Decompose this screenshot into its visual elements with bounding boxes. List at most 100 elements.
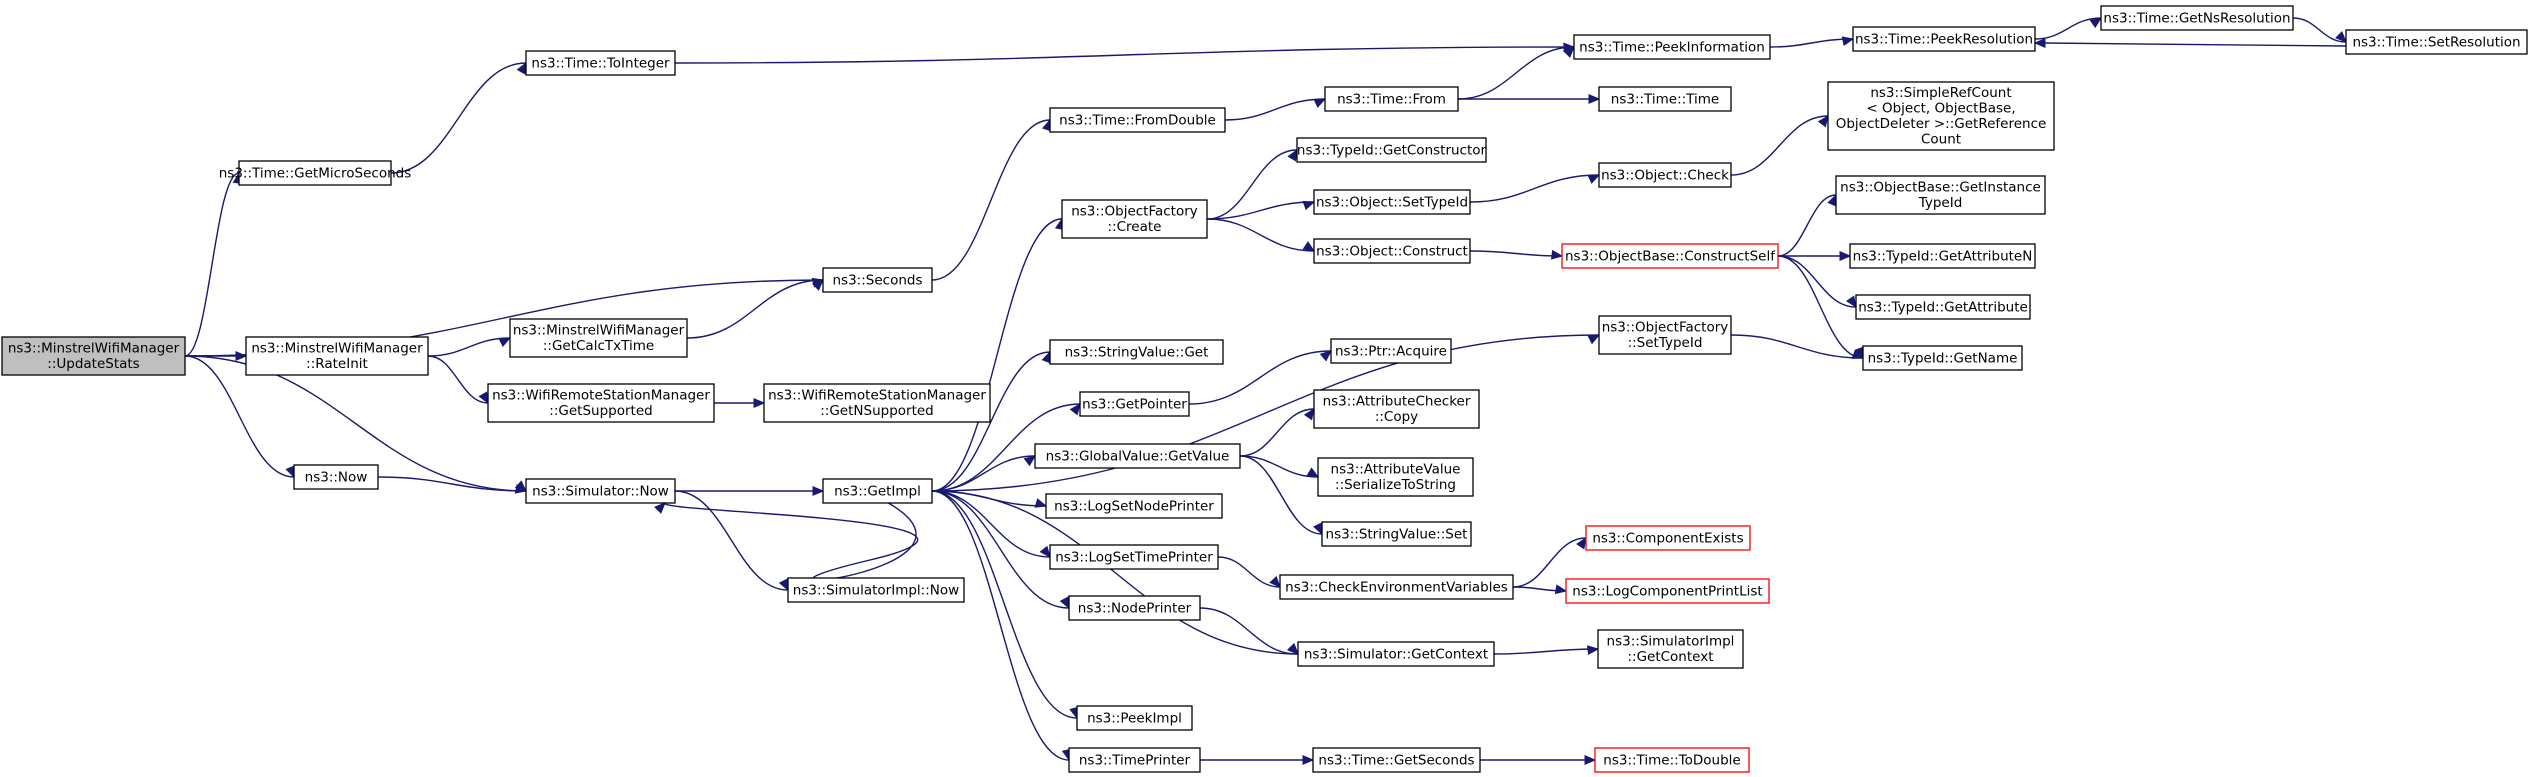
node-label: ns3::MinstrelWifiManager: [8, 341, 180, 357]
node-ns3-time-tointeger[interactable]: ns3::Time::ToInteger: [525, 50, 676, 76]
edge-arrowhead: [1576, 536, 1587, 550]
node-ns3-typeid-getattributen[interactable]: ns3::TypeId::GetAttributeN: [1849, 243, 2036, 269]
node-ns3-time-setresolution[interactable]: ns3::Time::SetResolution: [2345, 29, 2528, 55]
edge-n-root-to-n-getmicro: [184, 171, 243, 357]
node-label: ns3::Time::From: [1337, 91, 1446, 107]
node-label: ns3::GetPointer: [1082, 396, 1187, 412]
node-ns3-typeid-getconstructor[interactable]: ns3::TypeId::GetConstructor: [1296, 137, 1487, 163]
node-ns3-object-check[interactable]: ns3::Object::Check: [1598, 162, 1732, 188]
edge-line: [427, 355, 489, 404]
node-ns3-time-peekinformation[interactable]: ns3::Time::PeekInformation: [1573, 34, 1771, 60]
edge-arrowhead: [1841, 36, 1855, 47]
edge-n-constructself-to-n-getattr: [1777, 255, 1857, 309]
edge-line: [1777, 255, 1857, 308]
node-ns3-simulator-now[interactable]: ns3::Simulator::Now: [525, 478, 676, 504]
edge-line: [674, 46, 1575, 64]
node-ns3-simulatorimpl-getcontext[interactable]: ns3::SimulatorImpl::GetContext: [1597, 629, 1744, 669]
node-ns3-time-from[interactable]: ns3::Time::From: [1324, 86, 1459, 112]
node-ns3-attributevalue-serializetostring[interactable]: ns3::AttributeValue::SerializeToString: [1317, 457, 1474, 497]
edge-line: [1730, 115, 1829, 176]
node-label: ::GetSupported: [549, 403, 652, 419]
node-box: [2100, 5, 2294, 31]
node-label: ns3::Time::ToDouble: [1603, 752, 1740, 768]
node-label: ns3::ObjectBase::ConstructSelf: [1565, 248, 1776, 264]
edge-line: [377, 476, 527, 492]
node-ns3-wifiremotestationmanager-getsupported[interactable]: ns3::WifiRemoteStationManager::GetSuppor…: [487, 383, 715, 423]
node-ns3-minstrelwifimanager-updatestats[interactable]: ns3::MinstrelWifiManager::UpdateStats: [1, 336, 186, 376]
node-ns3-time-peekresolution[interactable]: ns3::Time::PeekResolution: [1852, 26, 2036, 52]
node-ns3-getpointer[interactable]: ns3::GetPointer: [1079, 391, 1190, 417]
node-ns3-checkenvironmentvariables[interactable]: ns3::CheckEnvironmentVariables: [1279, 574, 1514, 600]
node-ns3-simulator-getcontext[interactable]: ns3::Simulator::GetContext: [1297, 641, 1495, 667]
node-ns3-time-time[interactable]: ns3::Time::Time: [1598, 86, 1732, 112]
node-box: [1312, 747, 1481, 773]
node-label: ns3::Seconds: [833, 272, 923, 288]
edge-arrowhead: [654, 502, 666, 514]
edge-arrowhead: [514, 483, 528, 494]
node-label: ns3::Object::Check: [1601, 167, 1729, 183]
edge-line: [427, 337, 511, 357]
node-ns3-timeprinter[interactable]: ns3::TimePrinter: [1068, 747, 1201, 773]
node-label: ::UpdateStats: [47, 356, 139, 372]
node-box: [1079, 391, 1190, 417]
node-box: [1279, 574, 1514, 600]
edge-n-timefrom-to-n-peekinfo: [1457, 46, 1575, 100]
node-ns3-time-getnsresolution[interactable]: ns3::Time::GetNsResolution: [2100, 5, 2294, 31]
edge-arrowhead: [2033, 38, 2046, 48]
node-ns3-nodeprinter[interactable]: ns3::NodePrinter: [1068, 595, 1201, 621]
node-ns3-ptr-acquire[interactable]: ns3::Ptr::Acquire: [1330, 338, 1452, 364]
edge-arrowhead: [753, 398, 766, 408]
edge-line: [931, 490, 1051, 558]
node-ns3-wifiremotestationmanager-getnsupported[interactable]: ns3::WifiRemoteStationManager::GetNSuppo…: [763, 383, 991, 423]
node-label: ns3::Time::GetNsResolution: [2103, 10, 2290, 26]
node-ns3-seconds[interactable]: ns3::Seconds: [822, 267, 933, 293]
node-ns3-simulatorimpl-now[interactable]: ns3::SimulatorImpl::Now: [787, 577, 965, 603]
node-ns3-objectfactory-settypeid[interactable]: ns3::ObjectFactory::SetTypeId: [1598, 315, 1732, 355]
node-ns3-simplerefcount-object-objectbase-objectdeleter-getreference-count[interactable]: ns3::SimpleRefCount< Object, ObjectBase,…: [1827, 81, 2055, 151]
edge-arrowhead: [1302, 241, 1316, 252]
node-ns3-objectbase-constructself[interactable]: ns3::ObjectBase::ConstructSelf: [1561, 243, 1779, 269]
edge-line: [1206, 149, 1298, 220]
node-ns3-logsetnodeprinter[interactable]: ns3::LogSetNodePrinter: [1045, 493, 1223, 519]
edge-arrowhead: [1041, 350, 1051, 364]
edge-line: [686, 279, 824, 339]
node-ns3-componentexists[interactable]: ns3::ComponentExists: [1585, 525, 1751, 551]
edge-arrowhead: [1023, 455, 1037, 467]
node-box: [1835, 175, 2046, 215]
node-box: [822, 267, 933, 293]
node-ns3-getimpl[interactable]: ns3::GetImpl: [822, 478, 933, 504]
node-ns3-logsettimeprinter[interactable]: ns3::LogSetTimePrinter: [1049, 544, 1219, 570]
node-label: ns3::AttributeChecker: [1323, 394, 1471, 410]
edge-n-ofcreate-to-n-settypeid: [1206, 200, 1316, 220]
node-box: [2345, 29, 2528, 55]
node-ns3-globalvalue-getvalue[interactable]: ns3::GlobalValue::GetValue: [1034, 443, 1241, 469]
node-ns3-typeid-getname[interactable]: ns3::TypeId::GetName: [1862, 345, 2023, 371]
node-box: [1313, 238, 1471, 264]
node-ns3-object-settypeid[interactable]: ns3::Object::SetTypeId: [1313, 189, 1471, 215]
node-ns3-object-construct[interactable]: ns3::Object::Construct: [1313, 238, 1471, 264]
node-ns3-peekimpl[interactable]: ns3::PeekImpl: [1076, 705, 1193, 731]
node-ns3-attributechecker-copy[interactable]: ns3::AttributeChecker::Copy: [1313, 389, 1480, 429]
edge-arrowhead: [1039, 545, 1051, 559]
node-ns3-minstrelwifimanager-rateinit[interactable]: ns3::MinstrelWifiManager::RateInit: [245, 336, 429, 376]
node-ns3-stringvalue-set[interactable]: ns3::StringValue::Set: [1321, 521, 1472, 547]
edge-n-getimpl-to-n-gvget: [931, 455, 1037, 492]
node-ns3-time-todouble[interactable]: ns3::Time::ToDouble: [1594, 747, 1750, 773]
node-box: [509, 318, 688, 358]
node-ns3-minstrelwifimanager-getcalctxtime[interactable]: ns3::MinstrelWifiManager::GetCalcTxTime: [509, 318, 688, 358]
node-ns3-now[interactable]: ns3::Now: [293, 464, 379, 490]
node-ns3-time-getmicroseconds[interactable]: ns3::Time::GetMicroSeconds: [219, 160, 412, 186]
node-ns3-typeid-getattribute[interactable]: ns3::TypeId::GetAttribute: [1855, 294, 2031, 320]
edge-n-checkenv-to-n-compexists: [1512, 536, 1587, 588]
node-label: ns3::Time::Time: [1611, 91, 1719, 107]
edge-arrowhead: [2089, 17, 2103, 29]
edge-line: [1512, 537, 1587, 588]
node-ns3-time-fromdouble[interactable]: ns3::Time::FromDouble: [1049, 107, 1226, 133]
node-ns3-objectfactory-create[interactable]: ns3::ObjectFactory::Create: [1061, 199, 1208, 239]
node-label: ns3::MinstrelWifiManager: [251, 341, 423, 357]
node-ns3-time-getseconds[interactable]: ns3::Time::GetSeconds: [1312, 747, 1481, 773]
node-ns3-stringvalue-get[interactable]: ns3::StringValue::Get: [1049, 339, 1224, 365]
node-ns3-logcomponentprintlist[interactable]: ns3::LogComponentPrintList: [1565, 578, 1770, 604]
node-box: [1297, 641, 1495, 667]
